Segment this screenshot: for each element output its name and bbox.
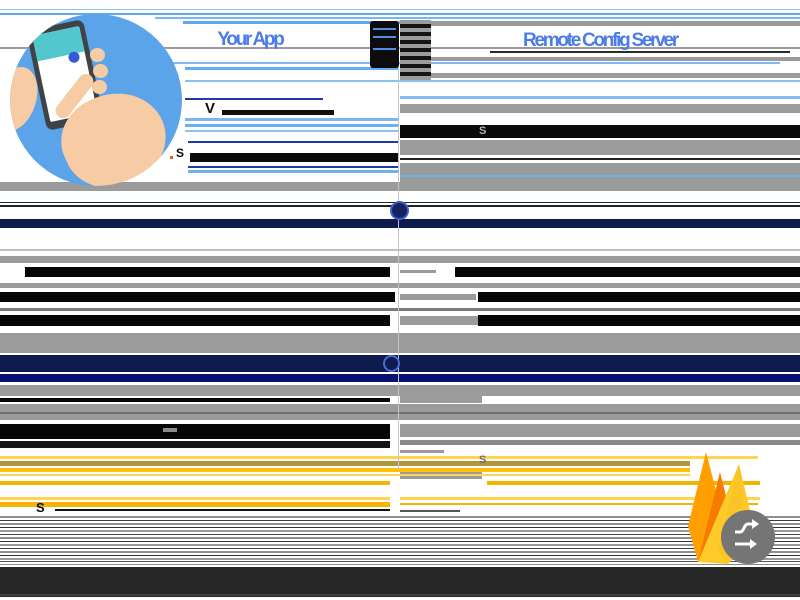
glitch-stripe bbox=[0, 537, 800, 539]
glitch-stripe bbox=[188, 141, 398, 143]
glitch-document-icon bbox=[370, 21, 399, 68]
glitch-stripe bbox=[455, 267, 800, 277]
glitch-letter: V bbox=[205, 100, 216, 117]
remote-config-badge bbox=[721, 510, 775, 564]
glitch-stripe bbox=[160, 62, 780, 64]
glitch-stripe bbox=[400, 163, 800, 183]
glitch-stripe bbox=[400, 140, 800, 155]
glitch-stripe bbox=[185, 130, 398, 132]
glitch-tick bbox=[170, 156, 173, 159]
glitch-stripe bbox=[0, 456, 758, 459]
glitch-stripe bbox=[190, 153, 398, 162]
hand-holding-phone-illustration bbox=[10, 14, 182, 186]
glitch-stripe bbox=[400, 21, 800, 26]
glitch-stripe bbox=[400, 125, 800, 138]
glitch-stripe bbox=[400, 270, 436, 273]
glitch-stripe bbox=[0, 551, 800, 553]
glitch-stripe bbox=[0, 461, 690, 466]
glitch-stripe bbox=[0, 424, 390, 439]
glitch-stripe bbox=[163, 428, 177, 432]
glitch-stripe bbox=[478, 292, 800, 302]
glitch-stripe bbox=[0, 561, 800, 562]
glitch-stripe bbox=[0, 385, 800, 396]
glitch-stripe bbox=[400, 440, 800, 445]
glitch-stripe bbox=[0, 564, 800, 565]
glitch-stripe bbox=[478, 315, 800, 326]
glitch-stripe bbox=[183, 21, 400, 24]
glitch-stripe bbox=[400, 294, 476, 300]
glitch-stripe bbox=[185, 67, 398, 70]
glitch-stripe bbox=[0, 516, 800, 518]
glitch-stripe bbox=[400, 450, 444, 453]
glitch-stripe bbox=[0, 523, 800, 525]
glitch-stripe bbox=[0, 541, 800, 542]
glitch-letter: S bbox=[176, 146, 185, 160]
glitch-stripe bbox=[400, 316, 478, 325]
glitch-stripe bbox=[0, 374, 800, 382]
glitch-stripe bbox=[0, 308, 800, 311]
glitch-stripe bbox=[0, 481, 390, 485]
glitch-stripe bbox=[0, 558, 800, 560]
glitch-stripe bbox=[400, 104, 800, 113]
glitch-stripe bbox=[0, 527, 800, 528]
glitch-stripe bbox=[185, 124, 398, 127]
glitch-stripe bbox=[0, 497, 390, 500]
glitch-stripe bbox=[0, 292, 395, 302]
glitch-stripe bbox=[185, 118, 398, 121]
glitch-letter: S bbox=[36, 500, 45, 515]
glitch-stripe bbox=[0, 398, 390, 402]
glitch-stripe bbox=[400, 510, 460, 512]
glitch-stripe bbox=[400, 73, 800, 78]
glitch-stripe bbox=[0, 9, 800, 10]
glitch-stripe bbox=[400, 396, 482, 403]
glitch-stripe bbox=[0, 502, 390, 507]
glitch-stripe bbox=[0, 520, 800, 521]
glitch-stripe bbox=[0, 412, 800, 414]
glitch-striped-icon bbox=[400, 20, 431, 80]
glitch-stripe bbox=[0, 355, 800, 372]
grip-finger bbox=[90, 48, 105, 62]
step-badge-2 bbox=[383, 355, 400, 372]
left-column-title: Your App bbox=[217, 29, 284, 50]
column-divider bbox=[398, 20, 399, 470]
glitch-stripe bbox=[0, 404, 800, 420]
shuffle-icon bbox=[735, 519, 759, 549]
glitch-stripe bbox=[400, 472, 482, 479]
glitch-stripe bbox=[0, 468, 690, 472]
grip-finger bbox=[92, 80, 107, 94]
glitch-stripe bbox=[0, 567, 800, 597]
glitch-stripe bbox=[0, 534, 800, 535]
grip-finger bbox=[93, 64, 108, 78]
glitch-stripe bbox=[0, 530, 800, 532]
glitch-stripe bbox=[0, 333, 800, 353]
glitch-stripe bbox=[0, 219, 800, 228]
glitch-stripe bbox=[0, 249, 800, 251]
glitch-stripe bbox=[0, 315, 390, 326]
glitch-stripe bbox=[0, 548, 800, 549]
glitch-stripe bbox=[400, 175, 800, 177]
glitch-letter: S bbox=[479, 125, 487, 137]
glitch-stripe bbox=[25, 267, 390, 277]
step-badge-1 bbox=[390, 201, 409, 220]
glitch-stripe bbox=[400, 158, 800, 160]
right-column-title: Remote Config Server bbox=[523, 30, 679, 51]
glitch-stripe bbox=[0, 474, 690, 476]
glitch-stripe bbox=[400, 96, 800, 99]
glitch-stripe bbox=[188, 170, 398, 173]
glitch-stripe bbox=[0, 13, 800, 15]
glitch-stripe bbox=[0, 544, 800, 546]
glitch-stripe bbox=[188, 166, 398, 168]
glitch-stripe bbox=[155, 17, 800, 19]
glitch-stripe bbox=[0, 283, 800, 288]
glitch-stripe bbox=[0, 441, 390, 448]
glitch-stripe bbox=[0, 555, 800, 556]
glitch-stripe bbox=[0, 256, 800, 263]
glitch-letter: S bbox=[479, 454, 487, 466]
glitch-stripe bbox=[222, 110, 334, 115]
glitch-stripe bbox=[55, 509, 390, 511]
glitch-stripe bbox=[185, 80, 800, 82]
glitch-stripe bbox=[400, 57, 800, 61]
glitch-stripe bbox=[400, 424, 800, 437]
glitch-stripe bbox=[0, 594, 800, 596]
